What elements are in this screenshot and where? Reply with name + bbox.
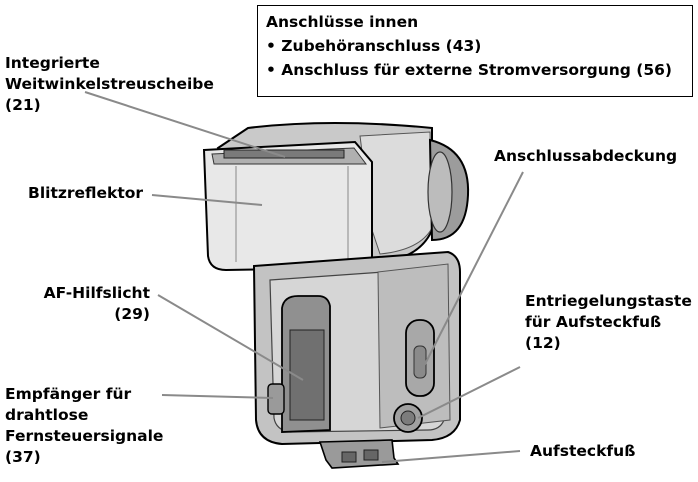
internal-ports-box: Anschlüsse innen • Zubehöranschluss (43)… bbox=[257, 5, 693, 97]
label-release-button: Entriegelungstaste für Aufsteckfuß (12) bbox=[525, 292, 692, 352]
internal-ports-item-accessory: • Zubehöranschluss (43) bbox=[266, 37, 482, 55]
leader-line-port-cover bbox=[422, 171, 524, 369]
internal-ports-item-power: • Anschluss für externe Stromversorgung … bbox=[266, 61, 673, 79]
label-flash-reflector: Blitzreflektor bbox=[28, 184, 144, 202]
leader-line-foot bbox=[381, 450, 521, 463]
mounting-foot bbox=[318, 439, 400, 469]
leader-line-reflector bbox=[151, 194, 263, 206]
leader-line-af-assist bbox=[157, 294, 304, 381]
flash-body bbox=[252, 250, 461, 446]
label-port-cover: Anschlussabdeckung bbox=[494, 147, 678, 165]
label-wide-angle-diffuser: Integrierte Weitwinkelstreuscheibe (21) bbox=[5, 54, 214, 114]
leader-line-receiver bbox=[161, 394, 274, 399]
label-mounting-foot: Aufsteckfuß bbox=[530, 442, 636, 460]
flash-reflector-panel bbox=[202, 140, 373, 272]
leader-line-diffuser bbox=[84, 91, 286, 158]
wireless-receiver-window bbox=[267, 383, 285, 415]
label-wireless-receiver: Empfänger für drahtlose Fernsteuersignal… bbox=[5, 385, 164, 466]
leader-line-release bbox=[417, 366, 521, 419]
label-af-assist-light: AF-Hilfslicht (29) bbox=[43, 284, 150, 323]
internal-ports-title: Anschlüsse innen bbox=[266, 13, 419, 31]
wide-angle-diffuser-slot bbox=[223, 149, 345, 159]
